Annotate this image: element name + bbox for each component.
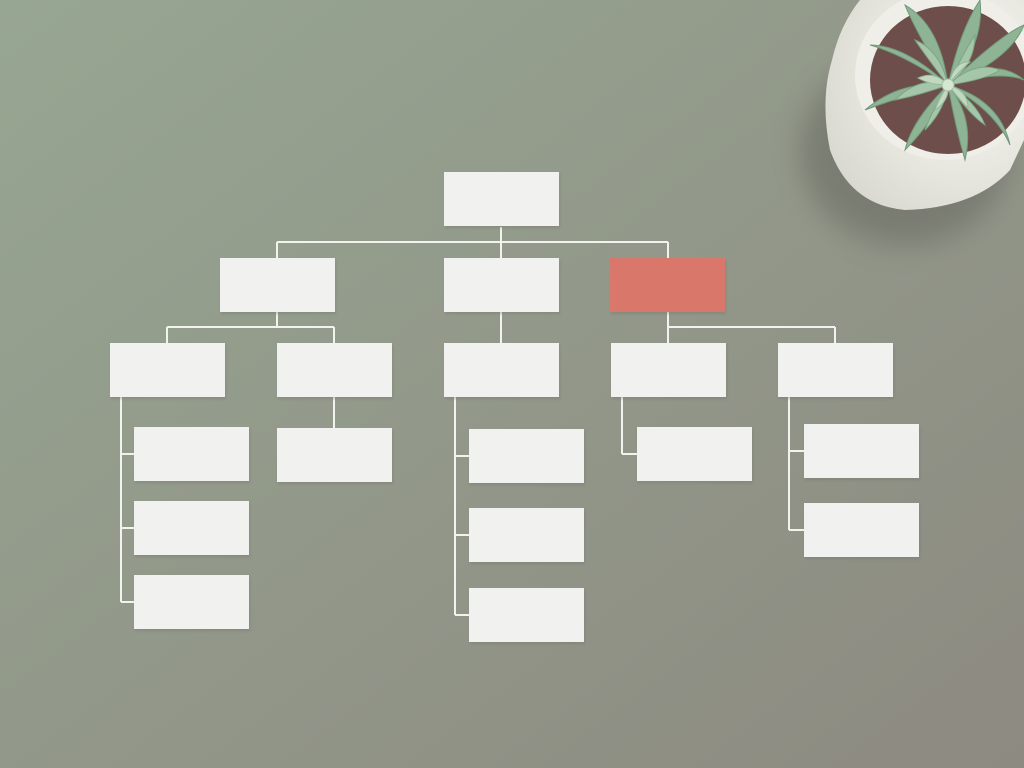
org-node-leaf-a2 — [134, 501, 250, 557]
org-node-leaf-e1 — [804, 424, 920, 480]
org-node-leaf-a1 — [134, 427, 250, 483]
org-node-level2-b — [277, 343, 393, 399]
org-node-root — [444, 172, 560, 228]
org-node-level1-right-highlighted — [610, 258, 726, 314]
org-node-leaf-b1 — [277, 428, 393, 484]
org-node-level2-a — [110, 343, 226, 399]
org-node-level2-d — [611, 343, 727, 399]
org-chart-cards — [110, 172, 920, 644]
org-node-leaf-d1 — [637, 427, 753, 483]
org-node-leaf-c2 — [469, 508, 585, 564]
org-node-level2-c — [444, 343, 560, 399]
org-node-leaf-c3 — [469, 588, 585, 644]
org-node-leaf-e2 — [804, 503, 920, 559]
org-node-level2-e — [778, 343, 894, 399]
connector-lines — [120, 227, 836, 616]
org-node-leaf-c1 — [469, 429, 585, 485]
org-node-leaf-a3 — [134, 575, 250, 631]
succulent-plant — [800, 0, 1024, 245]
org-node-level1-middle — [444, 258, 560, 314]
org-node-level1-left — [220, 258, 336, 314]
plant-leaves — [864, 0, 1024, 162]
